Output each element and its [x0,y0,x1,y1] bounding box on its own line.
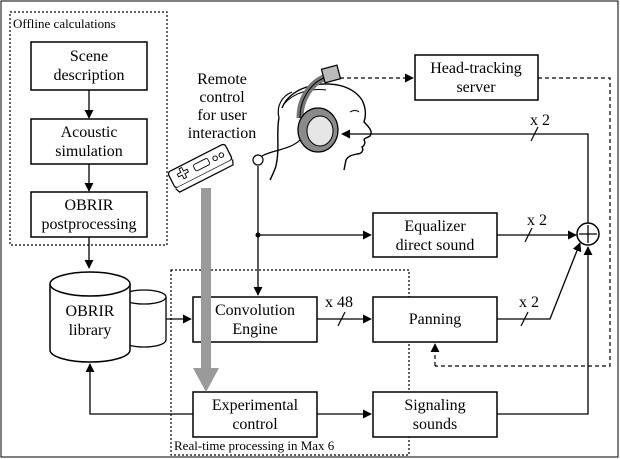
headphone-channel-slash [530,126,539,142]
acoustic-line1: Acoustic [61,124,118,141]
remote-control-icon [167,143,234,193]
headtrack-line1: Head-tracking [430,60,522,77]
signaling-to-sum-arrow [497,246,593,415]
experimental-to-library-arrow [85,363,193,415]
scene-line1: Scene [70,48,108,65]
library-line2: library [69,322,112,339]
library-line1: OBRIR [66,303,115,320]
experimental-line2: control [232,416,278,433]
postproc-line2: postprocessing [41,216,136,233]
convolution-line1: Convolution [215,302,295,319]
remote-arrow-head [193,368,219,392]
remote-line1: Remote [197,71,247,88]
realtime-region-label: Real-time processing in Max 6 [174,438,335,453]
convolution-channel-slash [337,311,346,327]
signaling-line1: Signaling [404,397,465,414]
equalizer-line2: direct sound [396,237,475,254]
head-tracking-server-box: Head-tracking server [414,54,539,101]
scene-line2: description [53,67,124,84]
experimental-control-box: Experimental control [192,391,318,438]
acoustic-line2: simulation [55,143,123,160]
server-to-panning-line [435,77,611,367]
obrir-library-cylinder: OBRIR library [49,271,167,363]
postproc-line1: OBRIR [65,197,114,214]
realtime-region [170,269,410,456]
panning-channel-slash [520,311,529,327]
panning-channel-label: x 2 [519,294,539,311]
equalizer-box: Equalizer direct sound [372,212,498,258]
panning-label: Panning [409,311,461,328]
offline-region-label: Offline calculations [13,16,116,31]
remote-line4: interaction [188,125,256,142]
equalizer-channel-label: x 2 [527,212,547,229]
convolution-channel-label: x 48 [325,294,353,311]
acoustic-simulation-box: Acoustic simulation [30,118,148,165]
scene-description-box: Scene description [30,41,148,91]
signaling-sounds-box: Signaling sounds [372,391,498,438]
listener-head-icon [252,64,372,181]
sum-junction [576,222,600,246]
obrir-postprocessing-box: OBRIR postprocessing [30,191,148,238]
remote-line3: for user [197,107,247,124]
panning-box: Panning [372,296,498,343]
remote-control-label: Remote control for user interaction [188,71,256,142]
convolution-line2: Engine [232,321,277,338]
panning-to-sum-arrow [497,242,582,320]
convolution-engine-box: Convolution Engine [192,296,318,343]
headtrack-line2: server [456,79,496,96]
headphone-channel-label: x 2 [530,112,550,129]
equalizer-channel-slash [524,227,533,243]
remote-line2: control [199,89,245,106]
equalizer-line1: Equalizer [404,218,466,235]
sum-to-headphones-arrow [341,129,589,223]
signaling-line2: sounds [413,416,457,433]
experimental-line1: Experimental [212,397,299,414]
